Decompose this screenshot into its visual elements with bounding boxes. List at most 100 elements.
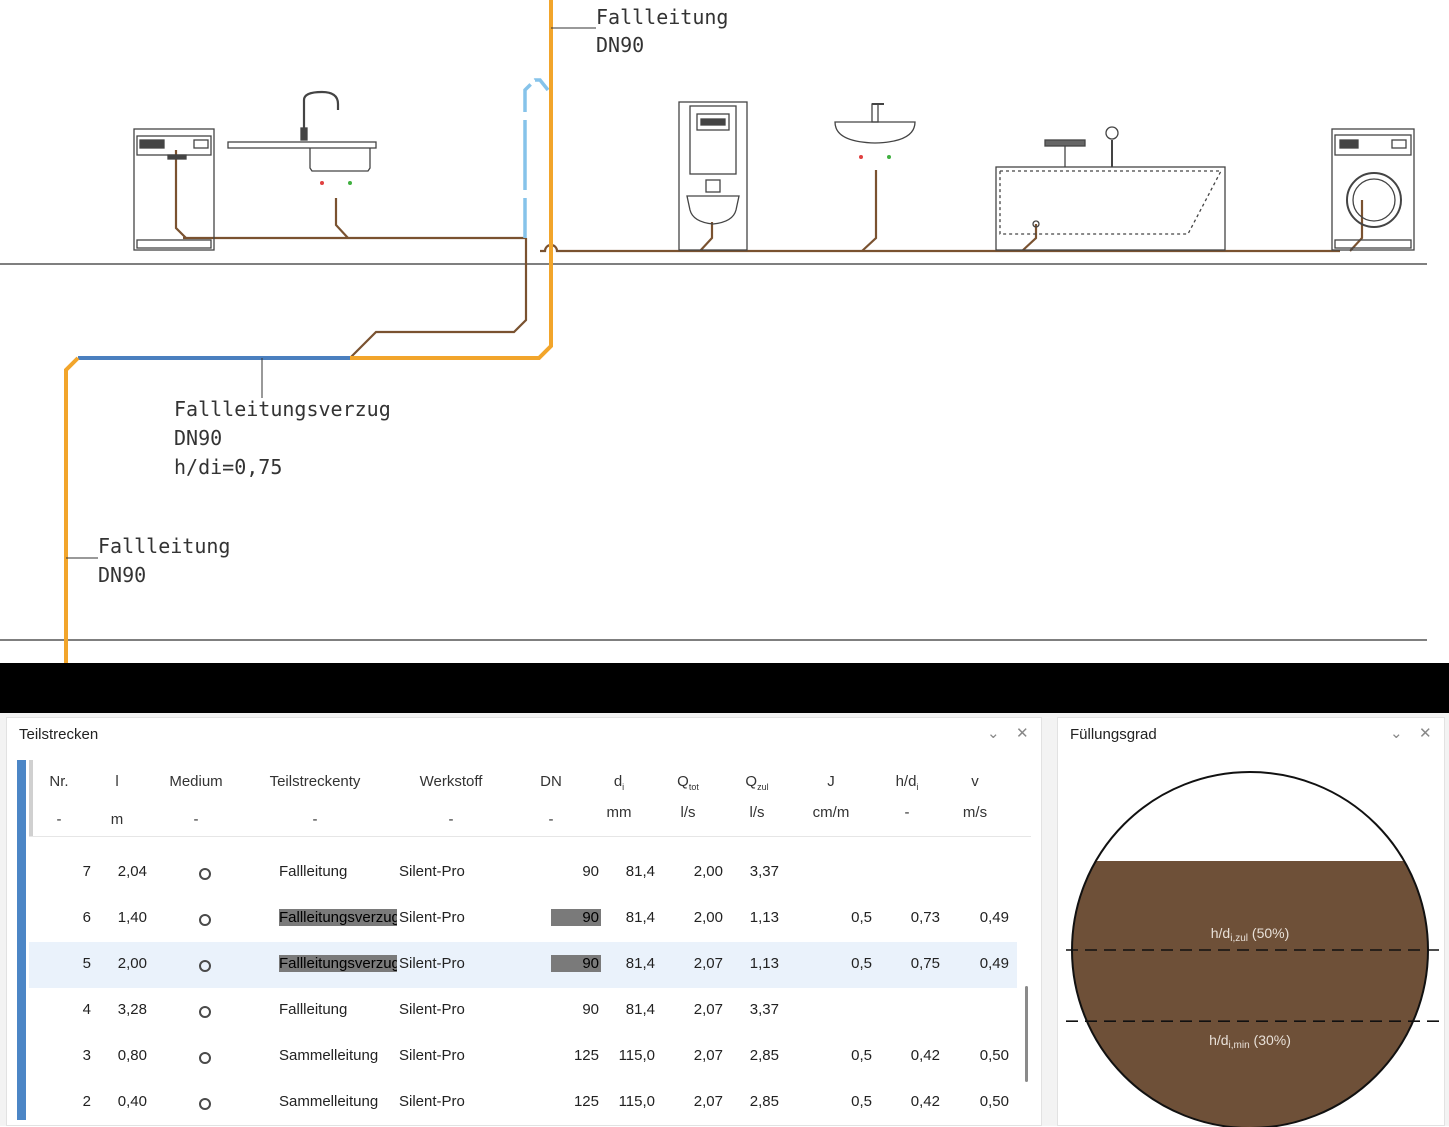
- column-header[interactable]: Teilstreckenty: [270, 773, 361, 790]
- cell-qtot: 2,07: [693, 1047, 723, 1064]
- fall-pipe-upper: [350, 0, 553, 360]
- column-header[interactable]: Qzul: [745, 773, 768, 792]
- label-verzug-1: Fallleitungsverzug: [174, 397, 391, 421]
- label-verzug-2: DN90: [174, 426, 222, 450]
- medium-icon: [199, 1098, 211, 1110]
- cell-nr: 2: [82, 1093, 91, 1110]
- cell-material: Silent-Pro: [399, 955, 465, 972]
- label-fallleitung-top-2: DN90: [596, 33, 644, 57]
- column-unit: -: [548, 811, 554, 828]
- column-header[interactable]: Werkstoff: [420, 773, 483, 790]
- dishwasher-icon: [133, 128, 215, 251]
- cell-dn: 90: [582, 1001, 599, 1018]
- cell-hd: 0,75: [910, 955, 940, 972]
- cell-hd: 0,42: [910, 1093, 940, 1110]
- cell-hd: 0,73: [910, 909, 940, 926]
- cell-di: 81,4: [625, 863, 655, 880]
- chevron-down-icon[interactable]: ⌄: [1390, 725, 1403, 742]
- column-header-subscript: i: [916, 782, 919, 792]
- column-header[interactable]: J: [827, 773, 835, 790]
- column-header-label: Q: [745, 773, 758, 790]
- separator-bar: [0, 663, 1449, 713]
- cell-material: Silent-Pro: [399, 909, 465, 926]
- table-accent-bar: [17, 760, 26, 1120]
- cell-j: 0,5: [851, 1047, 872, 1064]
- cell-dn: 90: [551, 955, 601, 972]
- header-separator: [29, 760, 33, 836]
- cell-j: 0,5: [851, 1093, 872, 1110]
- bathtub-icon: [995, 126, 1226, 251]
- column-header-label: l: [115, 773, 119, 790]
- column-header[interactable]: v: [971, 773, 979, 790]
- column-header[interactable]: di: [614, 773, 624, 792]
- column-header-label: h/d: [895, 773, 917, 790]
- column-header[interactable]: Qtot: [677, 773, 699, 792]
- column-header-label: Werkstoff: [419, 773, 483, 790]
- panel-title-fuellungsgrad: Füllungsgrad: [1070, 726, 1157, 743]
- cell-nr: 6: [82, 909, 91, 926]
- cell-di: 115,0: [618, 1047, 655, 1064]
- cell-type: Sammelleitung: [279, 1093, 379, 1110]
- cell-qzul: 2,85: [749, 1047, 779, 1064]
- column-header-subscript: i: [622, 782, 625, 792]
- cell-nr: 3: [82, 1047, 91, 1064]
- column-header-label: d: [613, 773, 623, 790]
- vertical-scrollbar[interactable]: [1025, 986, 1028, 1082]
- fuellungsgrad-panel: Füllungsgrad ⌄ ✕ h/di,zul (50%) h/di,min…: [1057, 717, 1445, 1127]
- label-fallleitung-bottom-1: Fallleitung: [98, 534, 230, 558]
- cell-qtot: 2,07: [693, 1001, 723, 1018]
- column-header-label: DN: [540, 773, 562, 790]
- cell-j: 0,5: [851, 909, 872, 926]
- column-header-label: Q: [677, 773, 689, 790]
- cell-material: Silent-Pro: [399, 1047, 465, 1064]
- cell-qtot: 2,07: [693, 955, 723, 972]
- column-header-label: J: [827, 773, 835, 790]
- sink-icon: [227, 90, 377, 185]
- cell-qtot: 2,00: [693, 863, 723, 880]
- cell-v: 0,49: [979, 909, 1009, 926]
- column-header-label: v: [971, 773, 979, 790]
- cell-qzul: 2,85: [749, 1093, 779, 1110]
- cell-type: Fallleitung: [279, 863, 348, 880]
- cell-length: 3,28: [117, 1001, 147, 1018]
- column-unit: -: [193, 811, 199, 828]
- column-header[interactable]: DN: [540, 773, 562, 790]
- column-header[interactable]: Nr.: [49, 773, 68, 790]
- column-unit: m/s: [962, 804, 988, 821]
- medium-icon: [199, 1052, 211, 1064]
- cell-di: 81,4: [625, 1001, 655, 1018]
- cell-dn: 125: [573, 1093, 599, 1110]
- cell-dn: 90: [551, 909, 601, 926]
- cell-material: Silent-Pro: [399, 863, 465, 880]
- column-header-subscript: tot: [688, 782, 699, 792]
- column-header[interactable]: h/di: [896, 773, 919, 792]
- column-header[interactable]: l: [115, 773, 118, 790]
- label-verzug-3: h/di=0,75: [174, 455, 282, 479]
- washing-machine-icon: [1331, 128, 1415, 251]
- connection-pipes: [174, 150, 1364, 359]
- medium-icon: [199, 1006, 211, 1018]
- chevron-down-icon[interactable]: ⌄: [987, 725, 1000, 742]
- medium-icon: [199, 914, 211, 926]
- cell-length: 0,40: [117, 1093, 147, 1110]
- cell-di: 81,4: [625, 909, 655, 926]
- label-fallleitung-bottom-2: DN90: [98, 563, 146, 587]
- close-icon[interactable]: ✕: [1419, 725, 1432, 742]
- cell-v: 0,50: [979, 1093, 1009, 1110]
- column-unit: mm: [606, 804, 632, 821]
- column-header[interactable]: Medium: [169, 773, 222, 790]
- cell-length: 2,04: [117, 863, 147, 880]
- fill-level-gauge: h/di,zul (50%) h/di,min (30%): [1066, 771, 1440, 1127]
- close-icon[interactable]: ✕: [1016, 725, 1029, 742]
- cell-di: 81,4: [625, 955, 655, 972]
- header-divider: [29, 836, 1031, 837]
- cell-dn: 125: [573, 1047, 599, 1064]
